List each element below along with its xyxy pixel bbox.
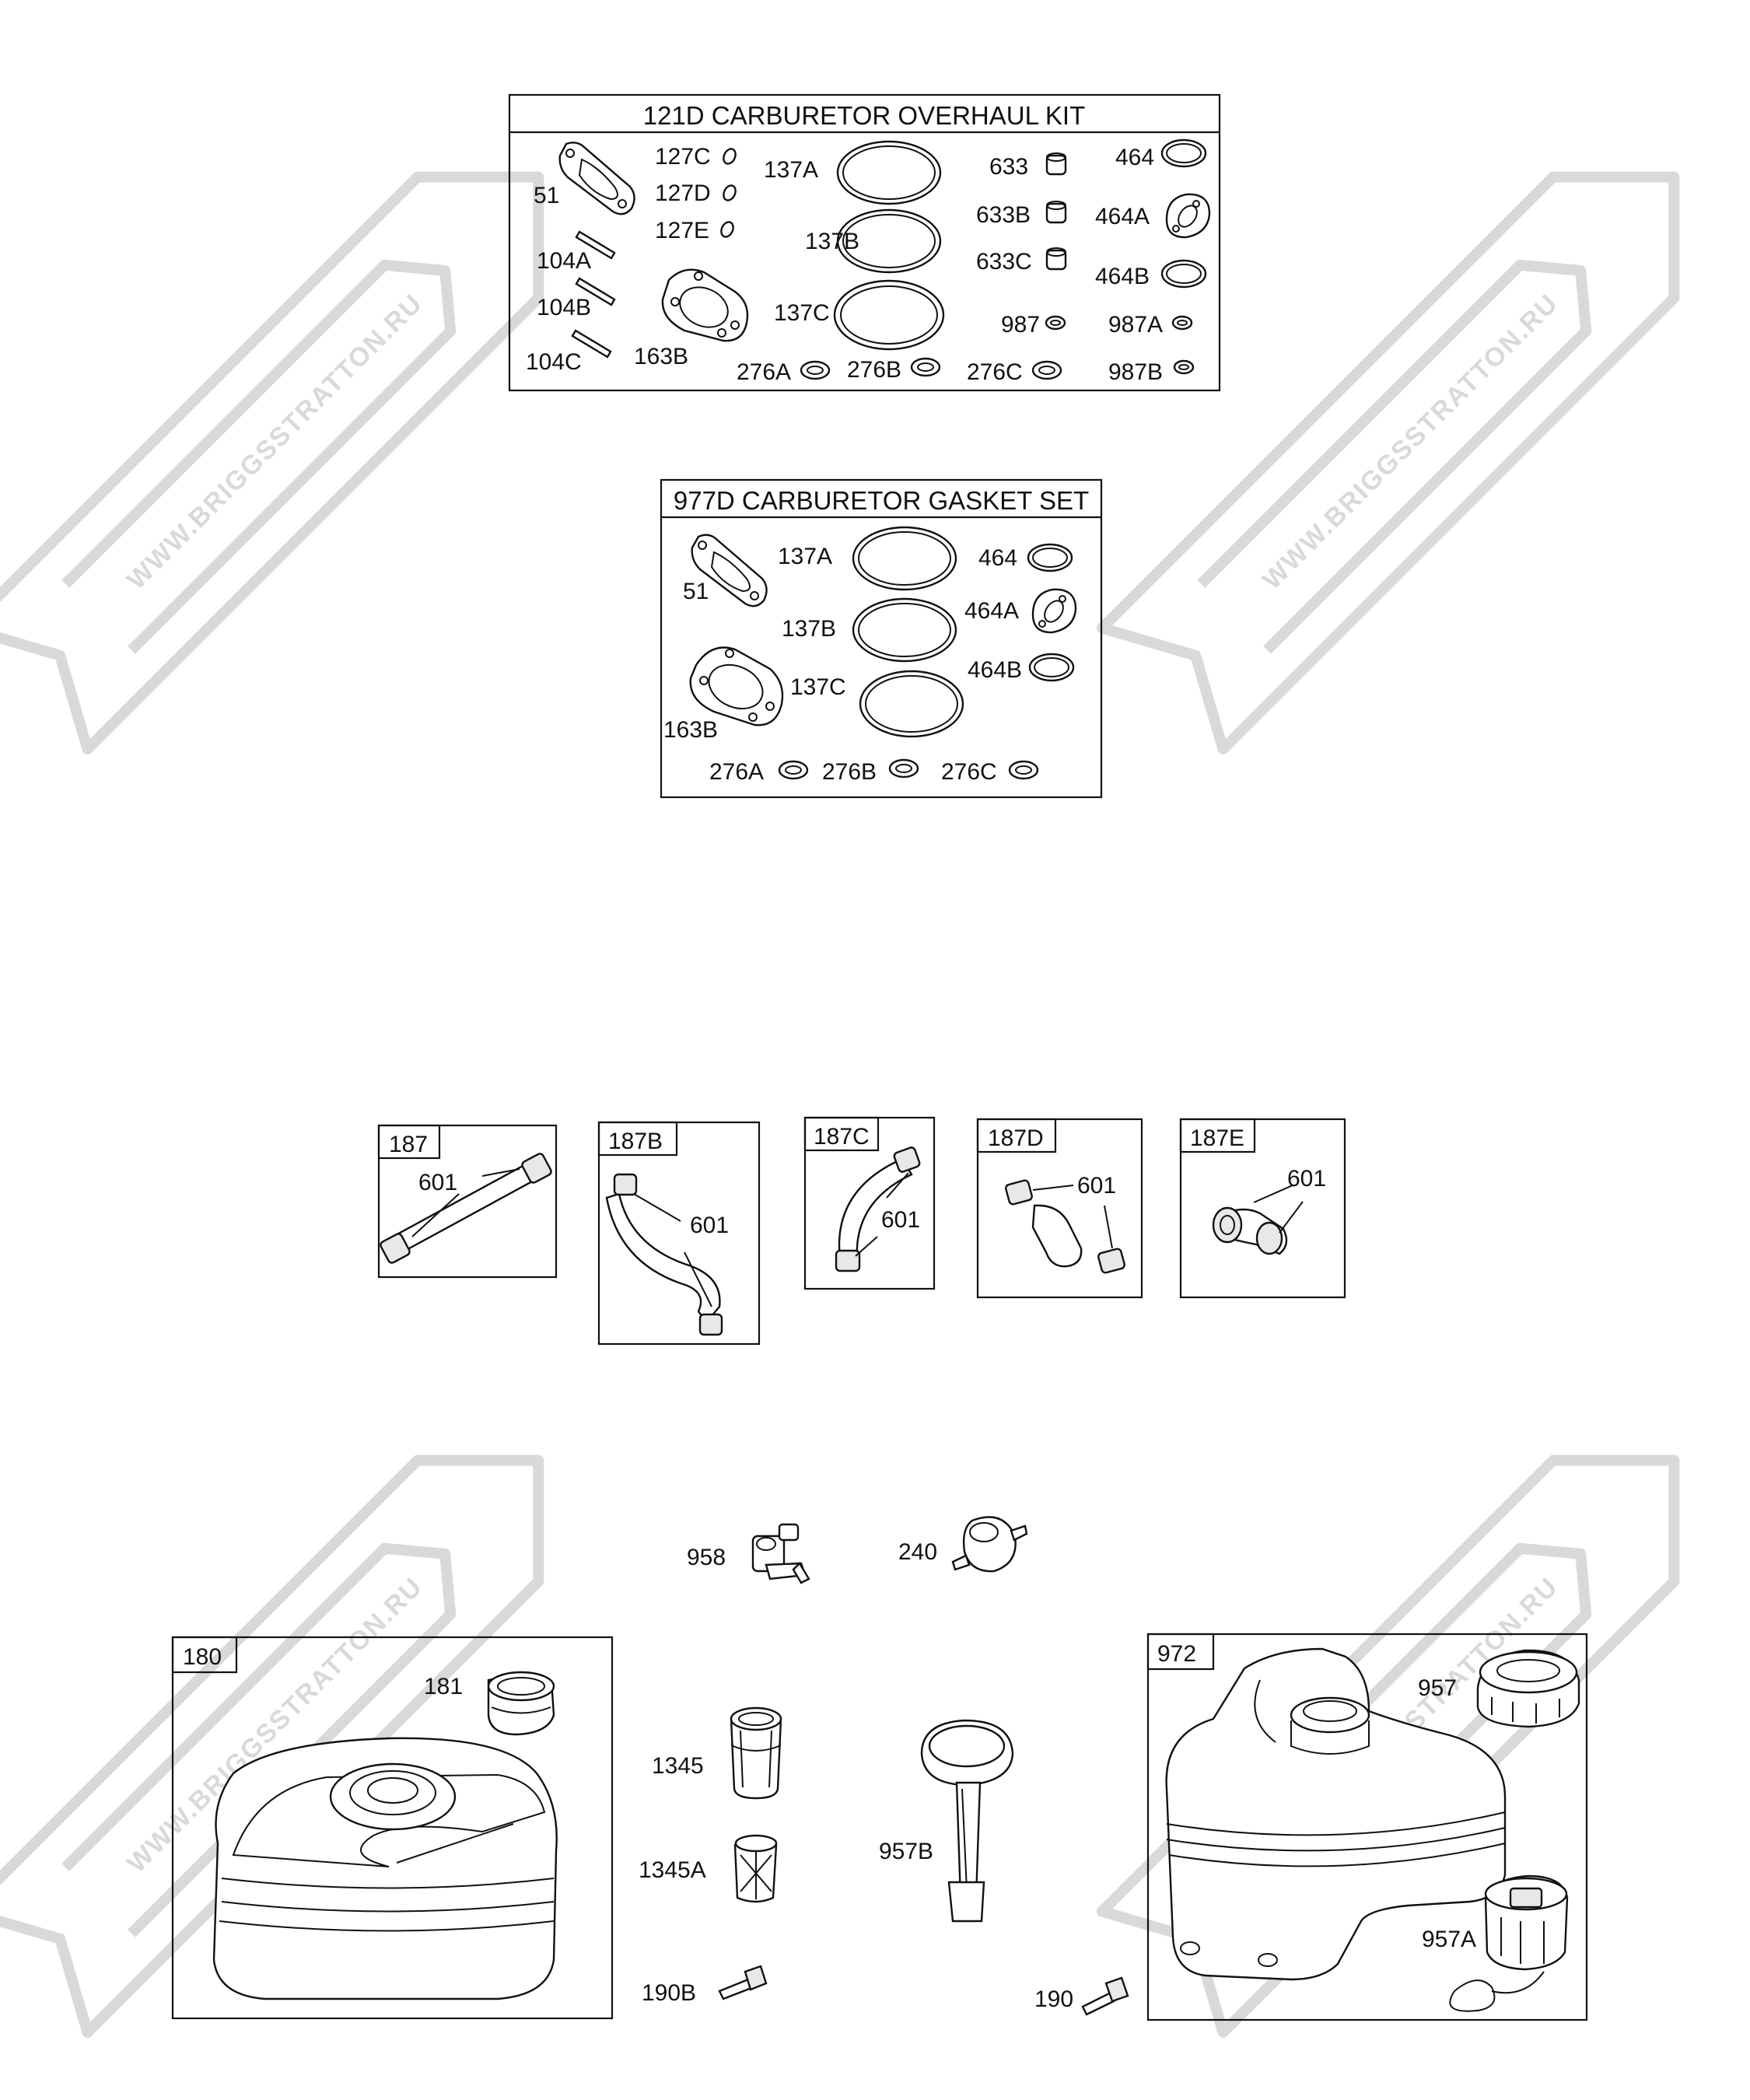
label-51: 51 bbox=[534, 183, 559, 208]
label-957a: 957A bbox=[1422, 1927, 1476, 1952]
label-958: 958 bbox=[687, 1545, 726, 1570]
seats-633 bbox=[1045, 152, 1067, 271]
clamp-601-label: 601 bbox=[418, 1170, 457, 1195]
shutoff-valve-958 bbox=[751, 1523, 810, 1584]
tank-180-label: 180 bbox=[183, 1644, 222, 1670]
label-104c: 104C bbox=[526, 349, 582, 375]
label-127d: 127D bbox=[655, 180, 711, 206]
fuel-tank-180 bbox=[212, 1737, 558, 2000]
screw-190b bbox=[718, 1965, 768, 2000]
label-1345: 1345 bbox=[652, 1753, 704, 1779]
label-464b: 464B bbox=[968, 657, 1022, 683]
hose-kit-187b-label: 187B bbox=[608, 1129, 663, 1154]
label-276c: 276C bbox=[941, 759, 997, 785]
label-1345a: 1345A bbox=[639, 1857, 706, 1883]
label-104a: 104A bbox=[537, 248, 591, 274]
watermark-text: WWW.BRIGGSSTRATTON.RU bbox=[1257, 288, 1564, 595]
hose-kit-187e: 187E 601 bbox=[1179, 1118, 1346, 1299]
screw-190 bbox=[1081, 1976, 1129, 2016]
label-190: 190 bbox=[1034, 1986, 1073, 2012]
label-957: 957 bbox=[1418, 1675, 1457, 1701]
fuel-cap-957b bbox=[920, 1719, 1014, 1923]
oring-127d bbox=[723, 184, 737, 201]
label-276a: 276A bbox=[737, 359, 791, 385]
tank-972-label: 972 bbox=[1157, 1641, 1196, 1667]
overhaul-kit-title: 121D CARBURETOR OVERHAUL KIT bbox=[643, 101, 1085, 130]
gasket-163b bbox=[689, 646, 784, 726]
label-137c: 137C bbox=[790, 674, 846, 700]
gasket-set-panel: 977D CARBURETOR GASKET SET 51 163B 137A … bbox=[660, 478, 1103, 799]
label-240: 240 bbox=[898, 1539, 937, 1565]
gasket-163b bbox=[661, 268, 749, 342]
hose-kit-187c-label: 187C bbox=[814, 1124, 870, 1150]
hose-kit-187e-label: 187E bbox=[1190, 1125, 1244, 1151]
label-127c: 127C bbox=[655, 144, 711, 170]
label-104b: 104B bbox=[537, 295, 591, 320]
label-464a: 464A bbox=[1095, 204, 1150, 229]
vented-cap-957a bbox=[1449, 1874, 1569, 2012]
label-276b: 276B bbox=[847, 357, 901, 383]
label-51: 51 bbox=[683, 579, 709, 604]
label-181: 181 bbox=[424, 1674, 463, 1699]
hose-kit-187-label: 187 bbox=[389, 1132, 428, 1157]
label-163b: 163B bbox=[634, 344, 688, 369]
hose-kit-187d-label: 187D bbox=[988, 1125, 1044, 1151]
label-987: 987 bbox=[1001, 312, 1040, 338]
pins-104 bbox=[571, 230, 616, 359]
clamp-601-label: 601 bbox=[881, 1207, 920, 1233]
hose-kit-187: 187 601 bbox=[377, 1124, 558, 1279]
label-163b: 163B bbox=[663, 717, 718, 743]
fuel-cap-181 bbox=[487, 1671, 555, 1736]
clamp-601-label: 601 bbox=[1287, 1166, 1326, 1192]
label-137a: 137A bbox=[778, 544, 832, 569]
fuel-tank-972 bbox=[1165, 1647, 1507, 1981]
label-276c: 276C bbox=[967, 359, 1023, 385]
label-276a: 276A bbox=[709, 759, 764, 785]
fuel-tank-972-panel: 972 957 957A bbox=[1146, 1633, 1588, 2021]
label-137c: 137C bbox=[774, 300, 830, 326]
fuel-strainer-1345a bbox=[733, 1834, 778, 1903]
gasket-51 bbox=[558, 142, 635, 215]
hose-kit-187b: 187B 601 bbox=[597, 1121, 761, 1346]
fuel-tank-180-panel: 180 181 bbox=[171, 1636, 614, 2020]
label-137a: 137A bbox=[764, 157, 818, 183]
oring-127c bbox=[723, 148, 737, 165]
fuel-strainer-1345 bbox=[730, 1706, 782, 1800]
label-137b: 137B bbox=[805, 229, 859, 254]
label-190b: 190B bbox=[642, 1980, 696, 2006]
washers-987 bbox=[1045, 315, 1195, 375]
label-464: 464 bbox=[1115, 145, 1154, 170]
label-464a: 464A bbox=[964, 598, 1019, 624]
gasket-51 bbox=[691, 534, 768, 607]
oring-137 bbox=[852, 526, 964, 738]
label-987b: 987B bbox=[1108, 359, 1163, 385]
label-957b: 957B bbox=[879, 1839, 933, 1864]
label-633: 633 bbox=[989, 154, 1028, 180]
label-127e: 127E bbox=[655, 218, 709, 243]
label-633c: 633C bbox=[976, 249, 1032, 275]
washers-276 bbox=[800, 357, 1062, 380]
label-464: 464 bbox=[978, 545, 1017, 571]
gaskets-464 bbox=[1160, 138, 1211, 289]
clamp-601-label: 601 bbox=[690, 1213, 729, 1238]
label-464b: 464B bbox=[1095, 264, 1150, 289]
clamp-601-label: 601 bbox=[1077, 1173, 1116, 1199]
hose-kit-187c: 187C 601 bbox=[803, 1116, 936, 1290]
overhaul-kit-panel: 121D CARBURETOR OVERHAUL KIT 51 104A 104… bbox=[508, 93, 1221, 392]
oring-127e bbox=[720, 221, 734, 238]
label-137b: 137B bbox=[782, 616, 836, 642]
hose-kit-187d: 187D 601 bbox=[976, 1118, 1143, 1299]
label-276b: 276B bbox=[822, 759, 877, 785]
fuel-filter-240 bbox=[951, 1516, 1028, 1573]
watermark-text: WWW.BRIGGSSTRATTON.RU bbox=[121, 288, 429, 595]
fuel-cap-957 bbox=[1476, 1649, 1580, 1728]
washers-276 bbox=[778, 758, 1039, 780]
gaskets-464 bbox=[1027, 543, 1077, 682]
label-633b: 633B bbox=[976, 202, 1031, 228]
label-987a: 987A bbox=[1108, 312, 1163, 338]
oring-137 bbox=[833, 140, 945, 351]
gasket-set-title: 977D CARBURETOR GASKET SET bbox=[674, 486, 1089, 515]
